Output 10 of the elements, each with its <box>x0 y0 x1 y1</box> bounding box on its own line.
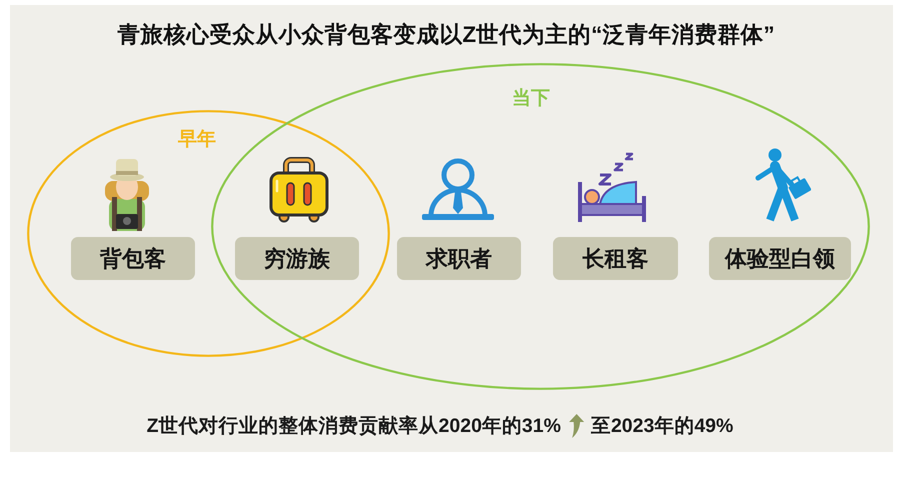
category-box: 背包客 <box>71 237 195 280</box>
summary-text: Z世代对行业的整体消费贡献率从2020年的31% <box>146 414 561 439</box>
category-box: 求职者 <box>397 237 521 280</box>
group-label: 当下 <box>512 87 550 111</box>
summary-text: 至2023年的49% <box>590 414 734 439</box>
category-box: 体验型白领 <box>709 237 851 280</box>
category-box: 长租客 <box>553 237 678 280</box>
group-label: 早年 <box>178 128 216 152</box>
title: 青旅核心受众从小众背包客变成以Z世代为主的“泛青年消费群体” <box>117 21 775 49</box>
category-box: 穷游族 <box>235 237 359 280</box>
